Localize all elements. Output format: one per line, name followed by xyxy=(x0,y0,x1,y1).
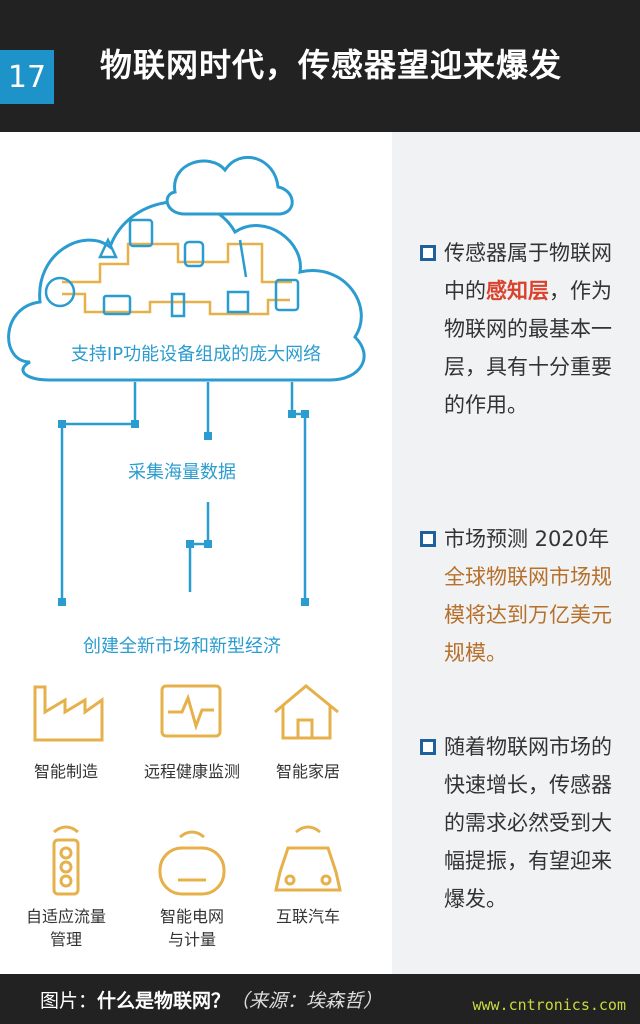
bullet-text: 随着物联网市场的快速增长，传感器的需求必然受到大幅提振，有望迎来爆发。 xyxy=(444,735,612,911)
collect-data-label: 采集海量数据 xyxy=(128,462,236,483)
image-caption: 图片：什么是物联网？（来源：埃森哲） xyxy=(40,986,382,1013)
cloud-device-icons xyxy=(44,218,300,318)
health-monitor-icon xyxy=(160,684,222,738)
bullet-highlight: 感知层 xyxy=(486,279,549,303)
bullet-text: 传感器属于物联网中的 xyxy=(444,241,612,303)
connected-car-icon xyxy=(274,825,342,892)
iot-diagram-svg: 支持IP功能设备组成的庞大网络 采集海量数据 创建全新市场和新型经济 xyxy=(7,155,366,949)
signal-light-icon xyxy=(170,292,186,318)
app-label-smart-grid: 智能电网 xyxy=(160,907,224,926)
connector-nodes xyxy=(58,410,309,606)
traffic-light-icon xyxy=(52,825,80,896)
bullet-text: 市场预测 2020年 xyxy=(444,527,610,551)
cloud-shape xyxy=(7,155,366,382)
app-label-connected-car: 互联汽车 xyxy=(276,907,340,926)
bullet-market-forecast: 市场预测 2020年全球物联网市场规模将达到万亿美元规模。 xyxy=(420,520,630,672)
app-label-traffic: 自适应流量 xyxy=(26,907,106,926)
bullet-box-icon xyxy=(420,739,436,755)
plant-icon xyxy=(98,237,118,259)
site-watermark: www.cntronics.com xyxy=(472,996,626,1014)
bullet-sensing-layer: 传感器属于物联网中的感知层，作为物联网的最基本一层，具有十分重要的作用。 xyxy=(420,234,630,424)
bullet-box-icon xyxy=(420,245,436,261)
factory-icon xyxy=(33,685,104,742)
watch-icon xyxy=(183,240,205,268)
footer-bar: 图片：什么是物联网？（来源：埃森哲） www.cntronics.com xyxy=(0,974,640,1024)
app-label-smart-grid-line2: 与计量 xyxy=(168,930,216,949)
caption-source: （来源：埃森哲） xyxy=(230,990,383,1012)
bullet-text-tail: ，作为物联网的最基本一层，具有十分重要的作用。 xyxy=(444,279,612,417)
market-label: 创建全新市场和新型经济 xyxy=(83,636,281,657)
bullet-box-icon xyxy=(420,531,436,547)
laptop-icon xyxy=(102,294,132,316)
data-connectors xyxy=(60,382,307,602)
robot-arm-icon xyxy=(226,290,250,314)
tablet-icon xyxy=(128,218,154,248)
header-bar: 17 物联网时代，传感器望迎来爆发 xyxy=(0,0,640,132)
phone-icon xyxy=(274,278,300,312)
cloud-label: 支持IP功能设备组成的庞大网络 xyxy=(71,344,321,365)
bullet-highlight: 全球物联网市场规模将达到万亿美元规模。 xyxy=(444,565,612,665)
circuit-lines xyxy=(62,242,292,316)
app-label-traffic-line2: 管理 xyxy=(50,930,82,949)
iot-illustration: 支持IP功能设备组成的庞大网络 采集海量数据 创建全新市场和新型经济 xyxy=(0,132,392,974)
app-label-remote-health: 远程健康监测 xyxy=(144,762,240,781)
chat-bubble-icon xyxy=(44,276,76,308)
caption-title: 什么是物联网？ xyxy=(97,990,231,1012)
bullet-sensor-demand: 随着物联网市场的快速增长，传感器的需求必然受到大幅提振，有望迎来爆发。 xyxy=(420,728,630,918)
app-label-smart-home: 智能家居 xyxy=(276,762,340,781)
smart-home-icon xyxy=(274,684,339,740)
pen-icon xyxy=(238,239,248,278)
sidebar-panel: 传感器属于物联网中的感知层，作为物联网的最基本一层，具有十分重要的作用。 市场预… xyxy=(392,132,640,974)
slide-number: 17 xyxy=(0,50,54,104)
caption-prefix: 图片： xyxy=(40,990,98,1012)
page-title: 物联网时代，传感器望迎来爆发 xyxy=(100,46,563,84)
app-label-smart-manufacturing: 智能制造 xyxy=(34,762,98,781)
smart-meter-icon xyxy=(158,830,226,896)
